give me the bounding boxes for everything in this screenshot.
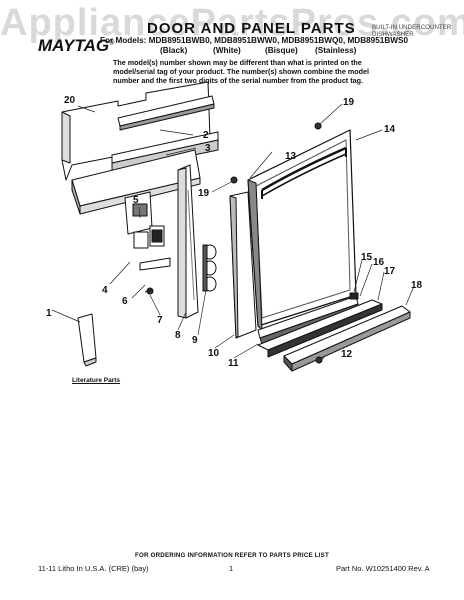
color-black: (Black): [160, 46, 188, 55]
brand-name: MAYTAG: [38, 36, 110, 55]
part-10-inner-panel: [229, 191, 257, 339]
part-6-hinge: [139, 257, 171, 295]
page-number: 1: [229, 564, 234, 573]
callout-18: 18: [411, 280, 423, 291]
product-line-1: BUILT-IN UNDERCOUNTER: [372, 24, 452, 31]
callout-11: 11: [228, 358, 239, 369]
callout-5: 5: [133, 195, 139, 206]
color-stainless: (Stainless): [315, 46, 357, 55]
callout-4: 4: [102, 285, 108, 296]
color-bisque: (Bisque): [265, 46, 298, 55]
part-2-strip: [117, 95, 215, 131]
callout-7: 7: [157, 315, 163, 326]
part-18-kick-plate: [283, 305, 411, 372]
page-title: DOOR AND PANEL PARTS: [147, 20, 356, 37]
model-note: The model(s) number shown may be differe…: [113, 58, 369, 85]
brand-registered-mark: ®: [109, 39, 115, 47]
part-8-side-panel: [177, 164, 199, 319]
litho-info: 11-11 Litho In U.S.A. (CRE) (bay): [38, 564, 149, 573]
callout-6: 6: [122, 296, 128, 307]
callout-10: 10: [208, 348, 220, 359]
leader-lines: [51, 103, 415, 363]
ordering-info: FOR ORDERING INFORMATION REFER TO PARTS …: [135, 552, 329, 559]
product-line-2: DISHWASHER: [372, 31, 414, 38]
part-1-literature: [77, 313, 97, 367]
product-type: BUILT-IN UNDERCOUNTER DISHWASHER: [372, 24, 451, 38]
callout-19-top: 19: [343, 97, 355, 108]
callout-20: 20: [64, 95, 76, 106]
callout-1: 1: [46, 308, 52, 319]
callout-15: 15: [361, 252, 373, 263]
models-line: For Models: MDB8951BWB0, MDB8951BWW0, MD…: [100, 36, 409, 45]
callout-2: 2: [203, 130, 209, 141]
part-14-door-panel: [247, 129, 357, 331]
watermark: AppliancePartsPros.com: [0, 2, 464, 44]
callout-14: 14: [384, 124, 396, 135]
part-number: Part No. W10251400 Rev. A: [336, 564, 430, 573]
literature-parts-label: Literature Parts: [72, 377, 121, 384]
part-7-screw: [144, 289, 153, 293]
part-17-toe-plate: [257, 299, 383, 358]
callout-12: 12: [341, 349, 353, 360]
part-12-screw: [315, 356, 323, 364]
callout-13: 13: [285, 151, 297, 162]
part-15-lower-trim: [257, 292, 359, 345]
brand-logo: MAYTAG®: [38, 36, 114, 56]
part-5-bracket: [124, 191, 165, 249]
callout-17: 17: [384, 266, 396, 277]
callout-8: 8: [175, 330, 181, 341]
callout-9: 9: [192, 335, 198, 346]
callout-16: 16: [373, 257, 385, 268]
callout-19-left: 19: [198, 188, 210, 199]
part-9-switches: [202, 244, 217, 292]
color-white: (White): [213, 46, 241, 55]
callout-3: 3: [205, 143, 211, 154]
